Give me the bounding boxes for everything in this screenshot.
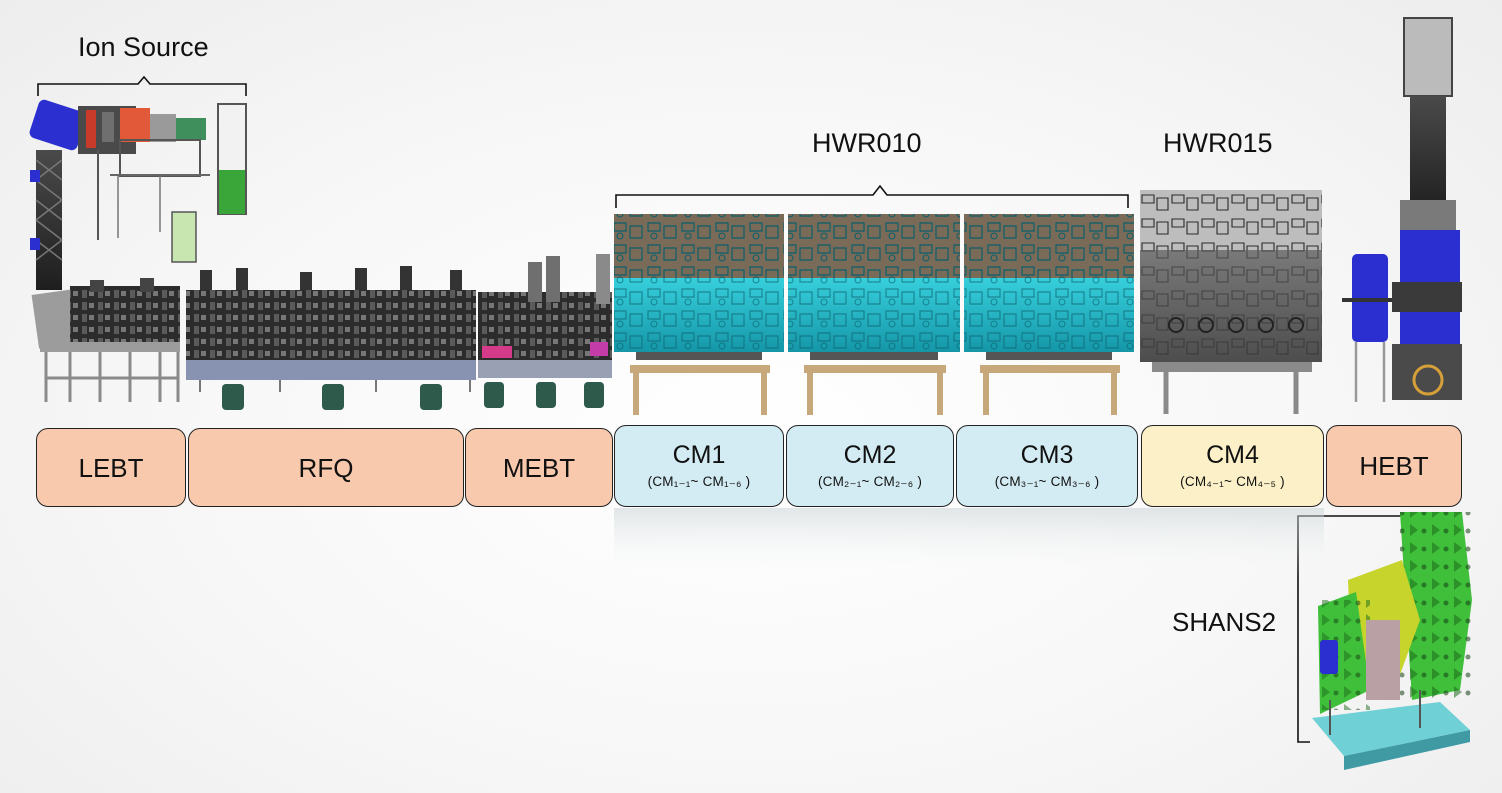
section-rfq: RFQ [188,428,464,507]
label-hwr015: HWR015 [1163,128,1273,158]
section-cm3-sub: (CM₃₋₁~ CM₃₋₆ ) [994,474,1100,490]
section-lebt: LEBT [36,428,186,507]
section-cm2-name: CM2 [843,441,897,470]
hwr015-cryomodule [1140,190,1322,414]
label-hwr010: HWR010 [812,128,922,158]
section-hebt: HEBT [1326,425,1462,507]
section-cm1-sub: (CM₁₋₁~ CM₁₋₆ ) [647,474,751,490]
section-rfq-name: RFQ [298,452,354,483]
section-cm4: CM4 (CM₄₋₁~ CM₄₋₅ ) [1141,425,1324,507]
rfq-equipment [186,266,476,410]
section-hebt-name: HEBT [1359,451,1429,481]
mebt-equipment [478,254,612,408]
section-cm3-name: CM3 [1020,441,1074,470]
section-cm2: CM2 (CM₂₋₁~ CM₂₋₆ ) [786,425,954,507]
floor-reflection [614,508,1324,578]
cryomodule-cm2 [788,214,960,415]
section-cm4-sub: (CM₄₋₁~ CM₄₋₅ ) [1180,474,1285,490]
cryomodule-cm1 [614,214,784,415]
section-lebt-name: LEBT [78,452,144,483]
section-cm4-name: CM4 [1206,441,1259,470]
hebt-equipment [1342,17,1462,402]
ion-source-bracket [37,75,247,96]
ion-source-assembly [29,99,247,290]
section-cm1-name: CM1 [672,441,726,470]
cryomodule-cm3 [964,214,1134,415]
label-ion-source: Ion Source [78,32,209,62]
shans2-equipment [1312,512,1472,770]
section-cm1: CM1 (CM₁₋₁~ CM₁₋₆ ) [614,425,784,507]
shans2-bracket [1297,515,1404,743]
section-cm3: CM3 (CM₃₋₁~ CM₃₋₆ ) [956,425,1138,507]
section-cm2-sub: (CM₂₋₁~ CM₂₋₆ ) [817,474,923,490]
section-mebt-name: MEBT [502,452,576,483]
lebt-equipment [31,278,180,402]
section-mebt: MEBT [465,428,613,507]
hwr010-bracket [615,184,1129,208]
label-shans2: SHANS2 [1172,607,1277,637]
hwr010-cryomodules [614,214,1134,415]
